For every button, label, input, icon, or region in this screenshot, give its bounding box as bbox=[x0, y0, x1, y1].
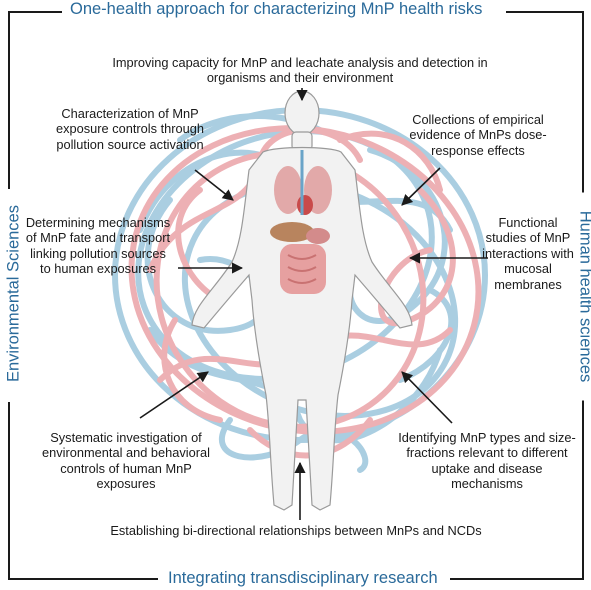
human-body-figure bbox=[191, 90, 413, 511]
arrow-upper-right bbox=[401, 167, 441, 206]
organs-graphic bbox=[270, 150, 332, 294]
frame-right-bottom bbox=[582, 392, 584, 580]
frame-left-bottom bbox=[8, 402, 10, 580]
label-mid-right: Functional studies of MnP interactions w… bbox=[482, 215, 574, 292]
label-upper-left: Characterization of MnP exposure control… bbox=[56, 106, 204, 152]
right-side-title: Human health sciences bbox=[575, 192, 591, 401]
arrow-lower-left bbox=[139, 371, 209, 419]
frame-top-left bbox=[8, 11, 62, 13]
frame-top-right bbox=[506, 11, 584, 13]
frame-bottom-left bbox=[8, 578, 158, 580]
arrow-upper-left bbox=[194, 169, 234, 201]
arrows bbox=[139, 88, 488, 520]
label-upper-right: Collections of empirical evidence of MnP… bbox=[409, 112, 547, 158]
arrow-lower-right bbox=[401, 371, 453, 424]
frame-right-top bbox=[582, 11, 584, 201]
top-title: One-health approach for characterizing M… bbox=[66, 0, 487, 19]
label-lower-left: Systematic investigation of environmenta… bbox=[42, 430, 210, 492]
frame-left-top bbox=[8, 11, 10, 189]
label-bottom-center: Establishing bi-directional relationship… bbox=[110, 523, 482, 538]
frame-bottom-right bbox=[450, 578, 584, 580]
label-mid-left: Determining mechanisms of MnP fate and t… bbox=[25, 215, 171, 277]
label-top-center: Improving capacity for MnP and leachate … bbox=[112, 55, 488, 86]
label-lower-right: Identifying MnP types and size-fractions… bbox=[398, 430, 576, 492]
bottom-title: Integrating transdisciplinary research bbox=[164, 569, 442, 588]
left-side-title: Environmental Sciences bbox=[4, 189, 24, 398]
